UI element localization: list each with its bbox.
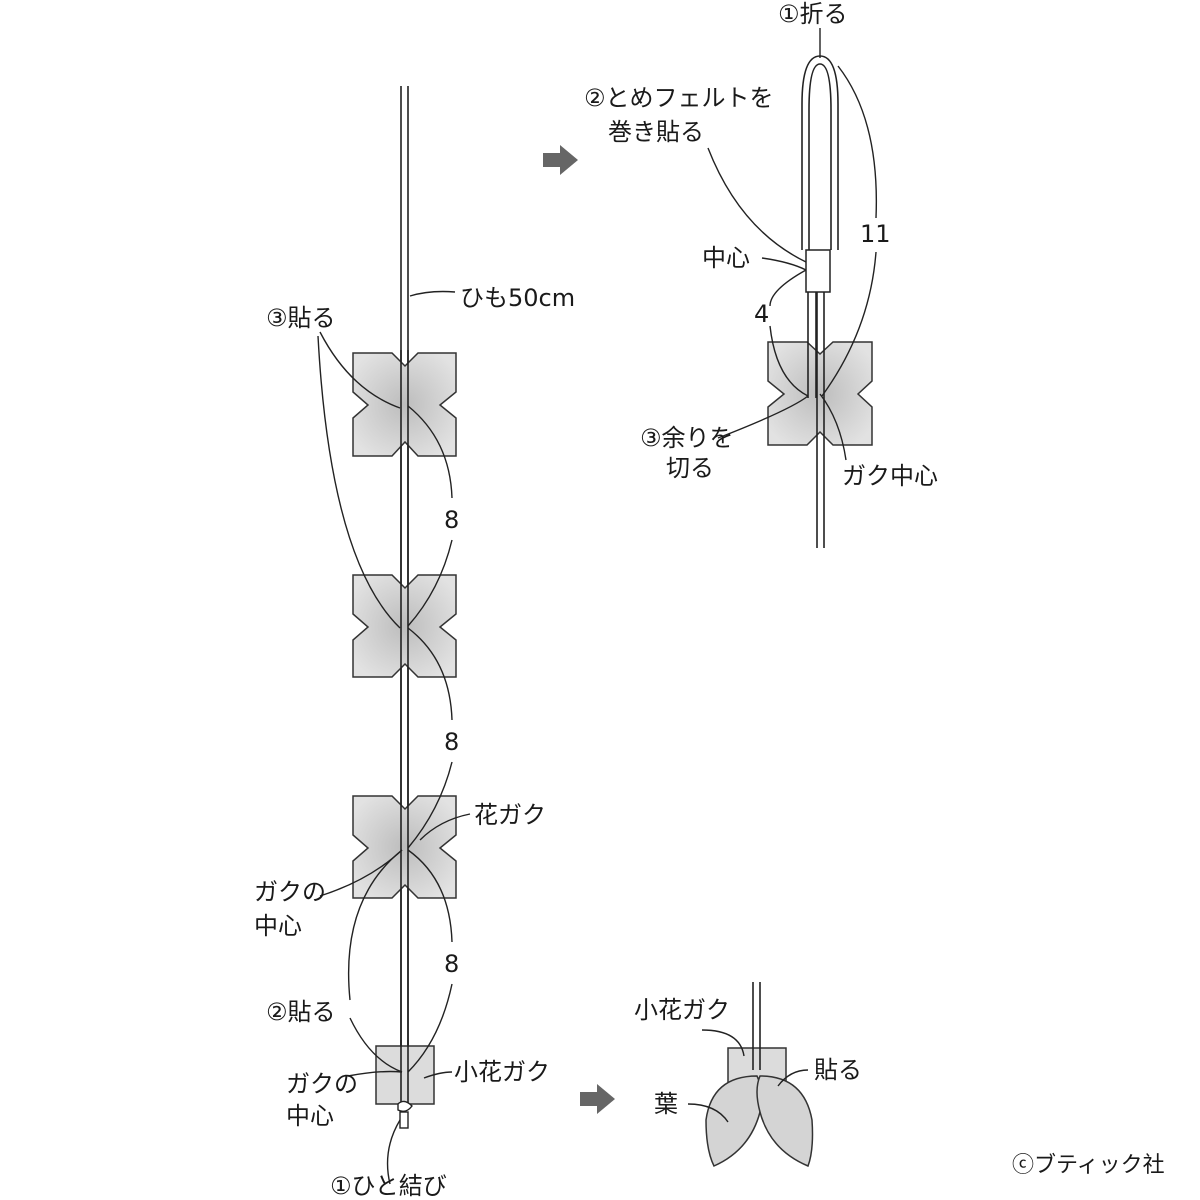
small-calyx-left: [375, 1045, 435, 1105]
step3-paste-label: ③貼る: [266, 304, 336, 332]
flower-calyx-leader: [419, 813, 471, 841]
small-calyx-right-leader: [701, 1029, 745, 1057]
flower-calyx-3: [352, 795, 457, 899]
center-label: 中心: [702, 244, 750, 272]
calyx-center-top-leader: [819, 393, 847, 461]
stopper-felt: [805, 249, 831, 293]
calyx-center-top-label: ガク中心: [842, 462, 938, 490]
dim11-leader-bottom: [821, 251, 877, 397]
dim11-leader-top: [837, 65, 878, 219]
calyx-center-label-2a: ガクの: [286, 1070, 358, 1098]
step2-paste-label: ②貼る: [266, 998, 336, 1026]
wrap-leader: [707, 147, 807, 263]
paste-leader: [777, 1069, 809, 1087]
paste3-leader-1: [319, 331, 401, 409]
center-leader: [761, 257, 807, 271]
copyright-label: ⓒブティック社: [1012, 1153, 1165, 1178]
dim8-leader-1b: [407, 539, 453, 627]
paste2-leader: [347, 849, 403, 1001]
folded-loop: [801, 55, 839, 548]
dim8-leader-2: [407, 627, 453, 721]
step2-wrap-label-b: 巻き貼る: [608, 118, 704, 146]
dim-8-label-c: 8: [444, 950, 459, 978]
arrow-right-icon-top: [543, 145, 578, 175]
dim-4-label: 4: [754, 300, 769, 328]
calyx-center-leader-2: [347, 1070, 403, 1077]
dim-8-label-a: 8: [444, 506, 459, 534]
small-calyx-right-label: 小花ガク: [634, 996, 730, 1024]
calyx-center-label-1b: 中心: [254, 912, 302, 940]
knot-icon: [397, 1100, 413, 1129]
dim8-leader-2b: [407, 761, 453, 849]
leaf-leader: [687, 1103, 729, 1123]
dim4-leader-bottom: [769, 325, 809, 397]
step3-cut-label-b: 切る: [666, 454, 714, 482]
cord-label: ひも50cm: [460, 284, 575, 312]
paste-label: 貼る: [814, 1056, 862, 1084]
paste3-leader-2: [317, 335, 401, 629]
flower-calyx-2: [352, 574, 457, 678]
small-calyx-label-main: 小花ガク: [454, 1058, 550, 1086]
step2-wrap-label-a: ②とめフェルトを: [584, 84, 774, 112]
dim-11-label: 11: [860, 220, 891, 248]
knot-leader: [386, 1119, 401, 1185]
dim-8-label-b: 8: [444, 728, 459, 756]
leaf-label: 葉: [654, 1090, 678, 1118]
main-cord-overlay: [400, 350, 409, 1108]
dim8-leader-3: [407, 849, 453, 943]
main-cord-bottom: [400, 1040, 409, 1108]
leaf-left: [705, 1075, 763, 1167]
small-calyx-leader: [423, 1071, 453, 1079]
arrow-right-icon-bottom: [580, 1084, 615, 1114]
cut-leader: [717, 395, 809, 439]
paste2-leader-b: [349, 1017, 403, 1073]
step1-knot-label: ①ひと結び: [330, 1172, 447, 1200]
flower-calyx-label: 花ガク: [474, 801, 546, 829]
cord-leader: [409, 290, 456, 297]
calyx-center-label-1a: ガクの: [254, 878, 326, 906]
step3-cut-label-a: ③余りを: [640, 424, 734, 452]
dim8-leader-1: [407, 405, 453, 499]
top-calyx: [767, 341, 873, 446]
cord-bottom-right: [752, 982, 761, 1070]
leaf-right: [756, 1075, 814, 1167]
flower-calyx-1: [352, 352, 457, 457]
dim4-leader-top: [769, 269, 807, 307]
calyx-center-label-2b: 中心: [286, 1102, 334, 1130]
step1-fold-label: ①折る: [778, 0, 848, 28]
dim8-leader-3b: [407, 983, 453, 1073]
